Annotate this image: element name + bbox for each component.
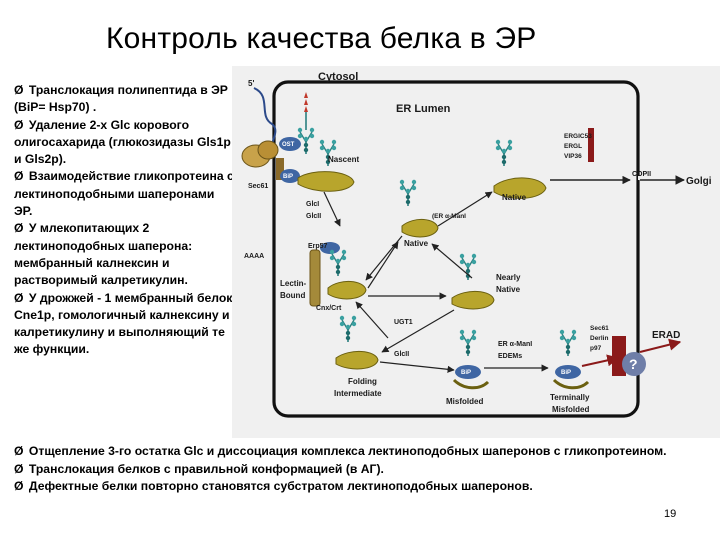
folding-intermediate-protein [335,351,379,370]
ost-complex [279,137,301,151]
page-number: 19 [664,508,677,520]
p97-label: p97 [590,345,602,352]
five-prime-label: 5' [248,79,254,88]
translocon-channel [276,158,284,180]
ergl-label: ERGL [564,143,582,150]
folding-label: Folding [348,377,377,386]
glucose-triangle-icon [304,99,308,105]
terminally-label: Terminally [550,393,590,402]
bullet-icon: Ø [14,290,24,305]
bottom-bullet-1: Ø Отщепление 3-го остатка Glc и диссоциа… [14,444,667,458]
bound-label: Bound [280,291,305,300]
nascent-label: Nascent [328,155,359,164]
aaaa-label: AAAA [244,253,264,260]
native-protein-center [401,219,439,238]
bullet-icon: Ø [14,221,24,236]
cytosol-label: Cytosol [318,71,358,83]
er-mani-2-label: ER α-ManI [498,341,532,348]
sec61-label: Sec61 [248,183,268,190]
bullet-icon: Ø [14,479,24,493]
lectin-label: Lectin- [280,279,307,288]
bip-entry-label: BiP [283,174,293,180]
left-bullet-5: Ø У дрожжей - 1 мембранный белок, Cne1p,… [14,290,236,357]
cargo-receptor [588,128,594,162]
question-mark-label: ? [629,356,638,372]
calnexin-icon [309,249,321,307]
ost-label: OST [282,142,295,148]
ugt1-label: UGT1 [394,319,413,326]
bottom-bullet-3: Ø Дефектные белки повторно становятся су… [14,479,533,493]
native-protein-export [493,177,547,199]
bip-terminal [555,365,581,379]
bottom-bullet-2: Ø Транслокация белков с правильной конфо… [14,461,384,476]
left-bullet-3: Ø Взаимодействие гликопротеина с лектино… [14,169,234,219]
erp57-icon [320,242,340,254]
bullet-icon: Ø [14,83,24,97]
glcII-label: GlcII [306,213,321,220]
left-bullet-4: Ø У млекопитающих 2 лектиноподобных шапе… [14,221,193,288]
golgi-label: Golgi [686,176,712,187]
bottom-bullet-list: Ø Отщепление 3-го остатка Glc и диссоциа… [14,443,674,496]
nearly-native-label: Native [496,285,521,294]
er-lumen-label: ER Lumen [396,103,451,115]
lectin-bound-protein [327,281,367,300]
bip-misfolded [455,365,481,379]
native-center-label: Native [404,239,429,248]
terminally-misfolded-label: Misfolded [552,405,589,414]
bip-entry [280,169,300,183]
er-mani-label: (ER α-ManI [432,213,466,220]
erad-label: ERAD [652,330,680,341]
derlin-label: Derlin [590,335,608,342]
misfolded-label: Misfolded [446,397,483,406]
unknown-factor-icon [622,352,646,376]
edems-label: EDEMs [498,353,522,360]
cnx-crt-label: Cnx/Crt [316,305,342,312]
bullet-icon: Ø [14,461,24,476]
erp57-label: Erp57 [308,243,328,250]
er-membrane [272,80,640,418]
intermediate-label: Intermediate [334,389,382,398]
nascent-protein [297,171,355,192]
bullet-icon: Ø [14,169,24,184]
bip-misfolded-label: BiP [461,370,471,376]
native-export-label: Native [502,193,527,202]
bip-terminal-label: BiP [561,370,571,376]
left-bullet-2: Ø Удаление 2-х Glc корового олигосахарид… [14,117,231,167]
glcII-2-label: GlcII [394,351,409,358]
bullet-icon: Ø [14,117,24,132]
vip36-label: VIP36 [564,153,582,160]
er-quality-control-diagram: Cytosol ER Lumen 5' Sec61 AAAA OST BiP N… [232,66,720,438]
copii-label: COPII [632,171,651,178]
glucose-triangle-icon [304,106,308,112]
glcI-label: GlcI [306,201,319,208]
sec61-2-label: Sec61 [590,325,609,332]
ribosome-small [257,140,279,160]
ergic53-label: ERGIC53 [564,133,592,140]
slide-title: Контроль качества белка в ЭР [106,22,537,55]
nearly-label: Nearly [496,273,521,282]
left-bullet-list: Ø Транслокация полипептида в ЭР (BiP= Hs… [14,82,236,359]
bullet-icon: Ø [14,444,24,458]
glucose-triangle-icon [304,92,308,98]
left-bullet-1: Ø Транслокация полипептида в ЭР (BiP= Hs… [14,83,228,115]
nearly-native-protein [451,291,495,310]
